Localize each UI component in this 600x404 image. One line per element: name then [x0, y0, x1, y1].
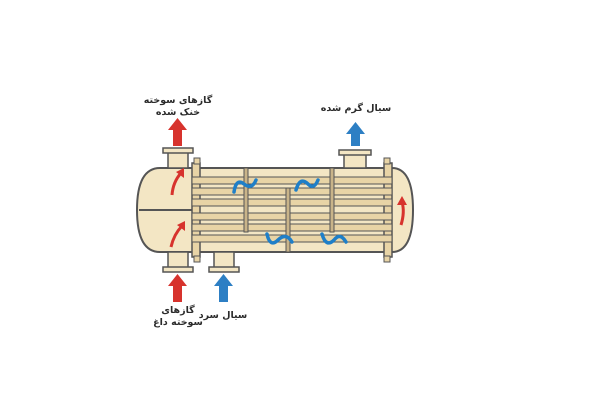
hot-gases-line2: سوخته داغ — [153, 317, 203, 328]
flow-spiral — [320, 232, 348, 245]
arrow-up-cold — [219, 284, 228, 302]
return-arrow-head — [397, 196, 407, 205]
tube-bundle — [191, 176, 393, 243]
cold-fluid-text: سیال سرد — [198, 310, 248, 321]
cooled-gases-label: گازهای سوخته خنک شده — [142, 95, 214, 119]
supports — [193, 157, 391, 263]
cooled-gases-line2: خنک شده — [155, 107, 201, 118]
arrow-up-hot — [173, 128, 182, 146]
hot-gases-line1: گازهای — [161, 305, 195, 316]
flow-spirals — [232, 178, 348, 245]
nozzles — [162, 147, 372, 273]
cold-fluid-label: سیال سرد — [195, 310, 251, 322]
cooled-gases-line1: گازهای سوخته — [143, 95, 213, 106]
external-arrows — [168, 118, 365, 302]
return-arrow-head — [177, 221, 185, 231]
hot-gases-label: گازهای سوخته داغ — [146, 305, 210, 329]
right-head — [387, 167, 415, 253]
arrow-up-hot — [173, 284, 182, 302]
arrow-up-cold — [351, 132, 360, 146]
hot-fluid-text: سیال گرم شده — [320, 103, 392, 114]
flow-spiral — [265, 232, 294, 245]
hot-fluid-label: سیال گرم شده — [320, 103, 392, 115]
return-arrow-head — [176, 168, 184, 178]
flow-spiral — [232, 178, 258, 194]
baffles — [243, 167, 335, 253]
flow-spiral — [294, 178, 320, 192]
